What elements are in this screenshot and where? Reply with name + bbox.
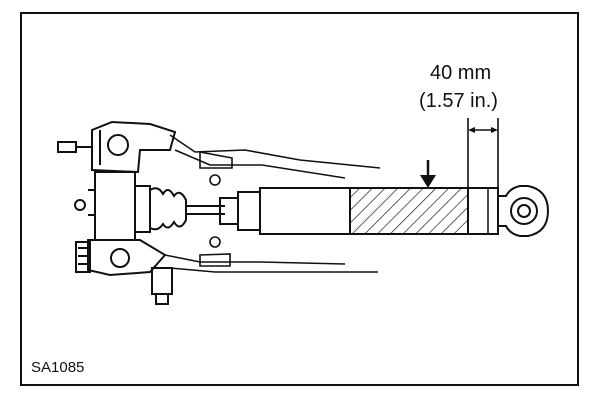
eye-mount-icon — [498, 185, 550, 237]
dimension-arrow-icon — [467, 118, 499, 188]
dimension-metric-label: 40 mm — [430, 62, 492, 84]
piston-rod — [219, 191, 261, 231]
shock-upper-body — [259, 187, 351, 235]
dimension-imperial-label: (1.57 in.) — [419, 90, 498, 112]
dust-boot — [134, 185, 225, 233]
linkage-arms — [164, 134, 381, 273]
down-arrow-icon — [420, 160, 436, 188]
figure-code: SA1085 — [31, 359, 85, 376]
shock-lower-body — [467, 187, 499, 235]
knuckle-assembly — [57, 120, 177, 305]
shock-hatched-body — [349, 187, 469, 235]
